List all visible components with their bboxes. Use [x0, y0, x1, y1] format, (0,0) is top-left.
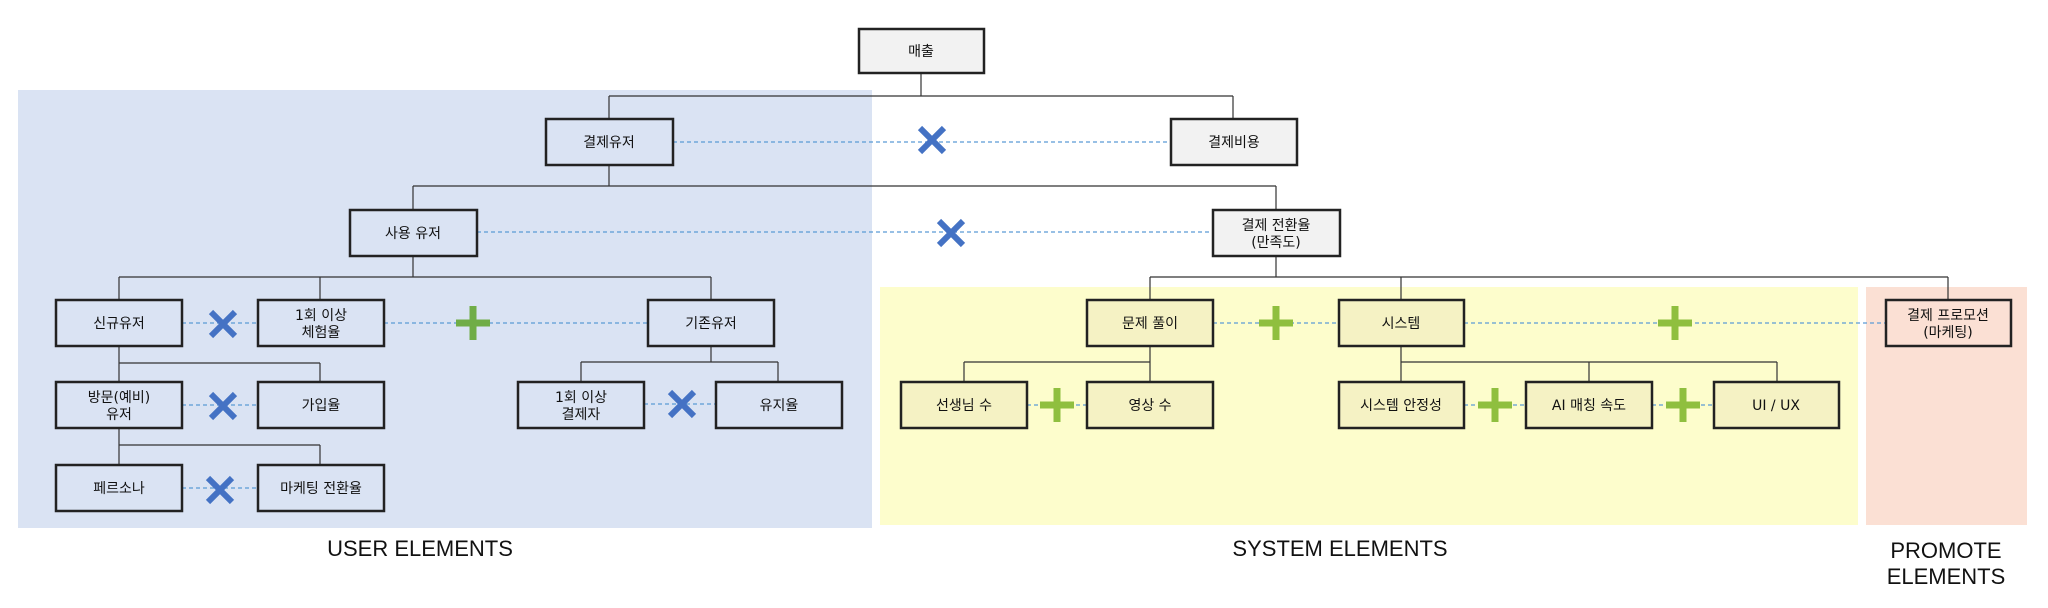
node-experience-rate-label-line1: 1회 이상 [295, 308, 347, 324]
node-ui-ux-label: UI / UX [1752, 398, 1800, 414]
system-elements-label: SYSTEM ELEMENTS [1232, 536, 1447, 561]
node-system-box [1337, 298, 1466, 348]
plus-operators [456, 306, 1700, 422]
node-visitor-users-box [54, 380, 184, 430]
node-persona-box [54, 463, 184, 513]
node-conversion-rate-label-line1: 결제 전환율 [1242, 218, 1311, 234]
node-payment-cost-label: 결제비용 [1208, 135, 1260, 151]
plus-icon [1658, 306, 1692, 340]
node-ai-matching-speed-label: AI 매칭 속도 [1552, 398, 1626, 414]
multiply-icon [208, 391, 238, 421]
node-ui-ux-box [1712, 380, 1841, 430]
node-visitor-users-label-line2: 유저 [106, 407, 132, 423]
plus-icon [1040, 388, 1074, 422]
node-payment-promotion-box [1884, 298, 2013, 348]
node-signup-rate-box [256, 380, 386, 430]
multiply-icon [667, 389, 697, 419]
node-video-count-box [1085, 380, 1215, 430]
node-payment-cost-box [1169, 117, 1299, 167]
node-experience-rate-label-line2: 체험율 [302, 325, 341, 341]
node-system-stability-box [1337, 380, 1466, 430]
node-revenue-label: 매출 [908, 44, 934, 60]
node-marketing-conversion-box [256, 463, 386, 513]
promote-elements-label-line2: ELEMENTS [1887, 564, 2006, 589]
node-retention-rate-label: 유지율 [760, 398, 799, 414]
node-system-stability-label: 시스템 안정성 [1360, 398, 1442, 414]
node-paying-users-label: 결제유저 [583, 135, 635, 151]
plus-icon [456, 306, 490, 340]
promote-elements-label-line1: PROMOTE [1890, 538, 2001, 563]
node-new-users-box [54, 298, 184, 348]
node-experience-rate-box [256, 298, 386, 348]
node-existing-users-box [646, 298, 776, 348]
plus-icon [1478, 388, 1512, 422]
node-repeat-payers-label-line2: 결제자 [562, 407, 601, 423]
multiply-icon [208, 309, 238, 339]
node-existing-users-label: 기존유저 [685, 316, 737, 332]
node-persona-label: 페르소나 [93, 481, 145, 497]
node-marketing-conversion-label: 마케팅 전환율 [280, 481, 362, 497]
node-paying-users-box [544, 117, 675, 167]
node-visitor-users-label-line1: 방문(예비) [88, 390, 150, 406]
node-payment-promotion-label-line1: 결제 프로모션 [1907, 308, 1989, 324]
plus-icon [1259, 306, 1293, 340]
multiply-icon [936, 218, 966, 248]
node-repeat-payers-label-line1: 1회 이상 [555, 390, 607, 406]
node-active-users-box [348, 208, 479, 258]
node-active-users-label: 사용 유저 [385, 226, 441, 242]
plus-icon [1666, 388, 1700, 422]
node-retention-rate-box [714, 380, 844, 430]
node-system-label: 시스템 [1382, 316, 1421, 332]
node-new-users-label: 신규유저 [93, 316, 145, 332]
node-teacher-count-label: 선생님 수 [936, 398, 992, 414]
node-conversion-rate-label-line2: (만족도) [1251, 235, 1301, 251]
node-signup-rate-label: 가입율 [302, 398, 341, 414]
node-ai-matching-speed-box [1524, 380, 1654, 430]
tree-connectors [118, 73, 1949, 465]
node-problem-solving-box [1085, 298, 1215, 348]
node-problem-solving-label: 문제 풀이 [1122, 316, 1178, 332]
node-conversion-rate-box [1211, 208, 1342, 258]
node-repeat-payers-box [516, 380, 646, 430]
user-elements-label: USER ELEMENTS [327, 536, 513, 561]
multiply-icon [205, 475, 235, 505]
node-revenue-box [857, 27, 986, 75]
multiply-operators [205, 125, 966, 505]
node-teacher-count-box [899, 380, 1029, 430]
node-payment-promotion-label-line2: (마케팅) [1923, 325, 1973, 341]
node-video-count-label: 영상 수 [1128, 398, 1171, 414]
multiply-icon [917, 125, 947, 155]
